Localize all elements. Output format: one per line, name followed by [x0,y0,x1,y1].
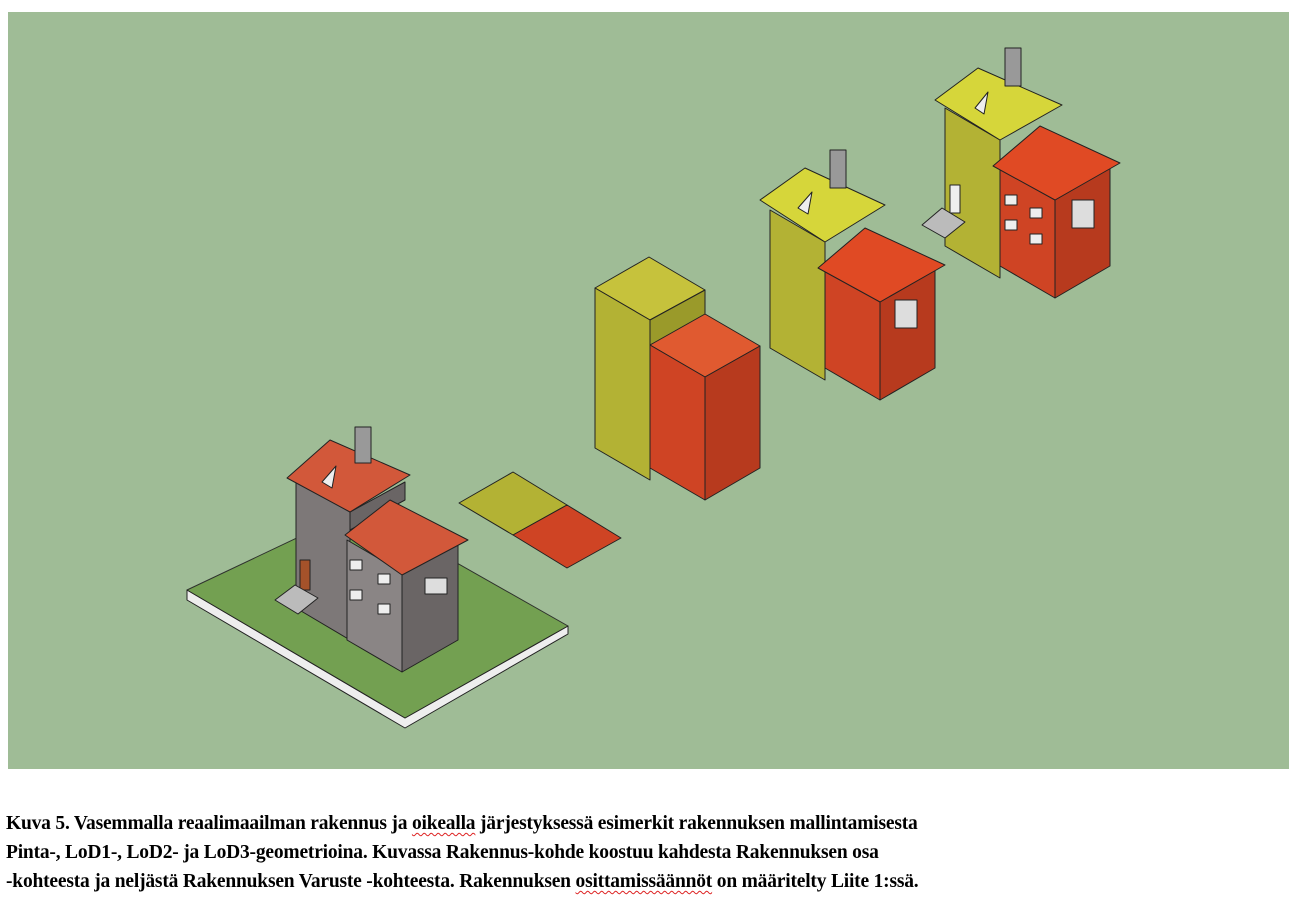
spellcheck-word: oikealla [411,813,476,834]
lod3-geometry [921,47,1121,299]
surface-geometry [458,471,622,569]
figure-caption: Kuva 5. Vasemmalla reaalimaailman rakenn… [6,809,1296,896]
building-lod-illustration [8,12,1289,769]
caption-line-1: Kuva 5. Vasemmalla reaalimaailman rakenn… [6,813,918,834]
lod1-geometry [594,256,761,501]
window [349,559,363,571]
dormer-window [321,465,337,489]
window [377,603,391,615]
caption-line-3: -kohteesta ja neljästä Rakennuksen Varus… [6,871,919,892]
lod2-geometry [759,149,946,401]
window [377,573,391,585]
stairs [274,584,319,615]
wall-left-b [349,481,406,531]
door [299,559,311,591]
balcony [424,577,448,595]
real-world-building [186,426,569,729]
spellcheck-word: osittamissäännöt [575,871,713,892]
caption-line-2: Pinta-, LoD1-, LoD2- ja LoD3-geometrioin… [6,842,879,863]
window [349,589,363,601]
roof-back [286,439,411,513]
roof-front [344,499,469,576]
chimney [354,426,372,464]
